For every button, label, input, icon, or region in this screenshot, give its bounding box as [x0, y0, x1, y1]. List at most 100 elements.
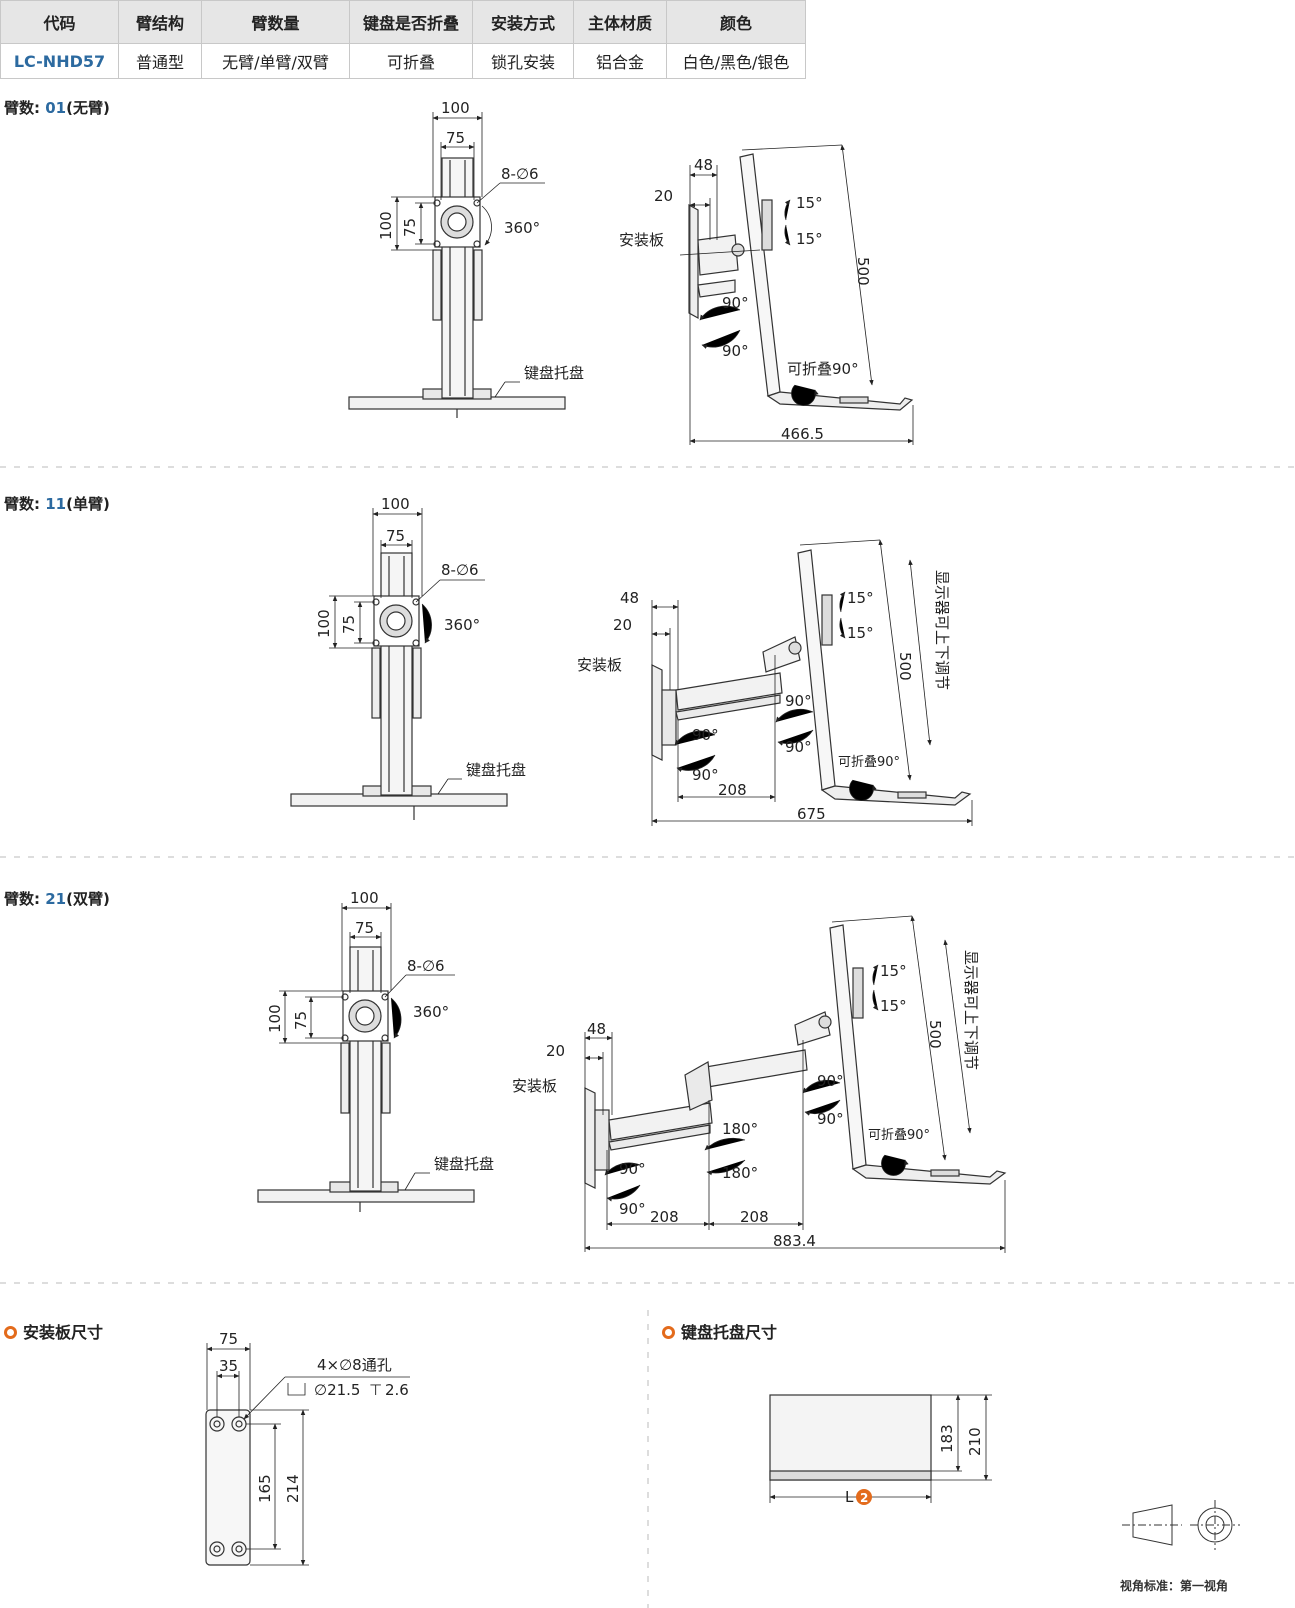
plate-label: 安装板 [619, 231, 664, 249]
width-8834: 883.4 [773, 1232, 816, 1250]
swivel-b: 90° [692, 766, 719, 784]
dim-holes: 8-∅6 [407, 957, 445, 975]
fold-label: 可折叠90° [838, 755, 900, 770]
dim-48: 48 [694, 156, 713, 174]
dim-208b: 208 [740, 1208, 769, 1226]
tilt-down: 15° [847, 624, 874, 642]
front-view-01 [348, 157, 566, 418]
tilt-up: 15° [796, 194, 823, 212]
front-view-21 [257, 946, 475, 1212]
section-label-01: 臂数: 01(无臂) [4, 97, 110, 118]
side-view-11 [651, 549, 972, 806]
dim-20: 20 [654, 187, 673, 205]
dim-208a: 208 [650, 1208, 679, 1226]
dim-20: 20 [613, 616, 632, 634]
side-dims-21 [584, 915, 1006, 1253]
dim-75: 75 [355, 919, 374, 937]
swivel-a: 90° [692, 726, 719, 744]
plate-title-text: 安装板尺寸 [23, 1323, 104, 1342]
dim-500: 500 [926, 1020, 944, 1049]
tilt-down: 15° [796, 230, 823, 248]
front-text-01: 100 75 8-∅6 360° 100 75 键盘托盘 [377, 99, 584, 382]
tray-section-title: 键盘托盘尺寸 [662, 1319, 777, 1343]
note-2-number: 2 [860, 1491, 868, 1505]
swivel-b: 90° [619, 1200, 646, 1218]
plate-holes: 4×∅8通孔 [317, 1356, 392, 1374]
swivel-c: 90° [785, 692, 812, 710]
dim-48: 48 [587, 1020, 606, 1038]
section-prefix: 臂数: [4, 890, 46, 908]
monitor-adj: 显示器可上下调节 [962, 950, 980, 1070]
th-code: 代码 [0, 0, 119, 44]
section-prefix: 臂数: [4, 99, 46, 117]
swivel-c: 180° [722, 1120, 758, 1138]
tray-label: 键盘托盘 [466, 761, 526, 779]
section-prefix: 臂数: [4, 495, 46, 513]
dim-rot: 360° [413, 1003, 449, 1021]
front-view-11 [290, 552, 508, 820]
swivel-e: 90° [817, 1072, 844, 1090]
th-mount: 安装方式 [472, 0, 574, 44]
td-arm-structure: 普通型 [118, 43, 202, 79]
plate-depth: 2.6 [385, 1381, 409, 1399]
mount-plate-drawing [205, 1409, 251, 1566]
section-label-21: 臂数: 21(双臂) [4, 888, 110, 909]
section-dividers [0, 466, 1295, 1608]
bullet-icon [4, 1326, 17, 1339]
tilt-up: 15° [880, 962, 907, 980]
front-text-11: 100 75 8-∅6 360° 100 75 键盘托盘 [315, 495, 526, 779]
td-code: LC-NHD57 [0, 43, 119, 79]
section-num: 01 [45, 99, 67, 117]
tray-label: 键盘托盘 [434, 1155, 494, 1173]
section-suffix: (单臂) [66, 495, 110, 513]
dim-500: 500 [854, 257, 872, 286]
dim-75v: 75 [292, 1011, 310, 1030]
section-suffix: (双臂) [66, 890, 110, 908]
dim-holes: 8-∅6 [441, 561, 479, 579]
th-material: 主体材质 [573, 0, 667, 44]
dim-holes: 8-∅6 [501, 165, 539, 183]
swivel-d: 90° [785, 738, 812, 756]
monitor-adj: 显示器可上下调节 [933, 570, 951, 690]
front-dims-21 [279, 903, 455, 1191]
section-num: 21 [45, 890, 67, 908]
dim-100: 100 [350, 889, 379, 907]
depth-symbol: ⊤ [369, 1381, 382, 1399]
td-keyboard-fold: 可折叠 [349, 43, 473, 79]
side-view-01 [688, 153, 914, 411]
side-view-21 [584, 924, 1007, 1189]
spec-header-row: 代码 臂结构 臂数量 键盘是否折叠 安装方式 主体材质 颜色 [0, 0, 806, 44]
front-dims-11 [329, 508, 485, 795]
tilt-up: 15° [847, 589, 874, 607]
section-num: 11 [45, 495, 67, 513]
tray-dim-210: 210 [966, 1427, 984, 1456]
view-standard-note: 视角标准：第一视角 [1120, 1579, 1229, 1593]
swivel-a: 90° [619, 1160, 646, 1178]
section-suffix: (无臂) [66, 99, 110, 117]
side-text-01: 48 20 安装板 15° 15° 90° 90° 500 可折叠90° 466… [619, 156, 872, 443]
dim-75: 75 [446, 129, 465, 147]
dim-75v: 75 [340, 615, 358, 634]
dim-75: 75 [386, 527, 405, 545]
spec-table: 代码 臂结构 臂数量 键盘是否折叠 安装方式 主体材质 颜色 LC-NHD57 … [0, 0, 806, 79]
dim-20: 20 [546, 1042, 565, 1060]
fold-label: 可折叠90° [787, 360, 859, 378]
plate-dim-35: 35 [219, 1357, 238, 1375]
note-2-badge [856, 1489, 872, 1505]
plate-dim-75: 75 [219, 1330, 238, 1348]
tray-dims [769, 1394, 992, 1503]
plate-label: 安装板 [577, 656, 622, 674]
plate-label: 安装板 [512, 1077, 557, 1095]
dim-100v: 100 [377, 211, 395, 240]
first-angle-projection-icon [1122, 1500, 1240, 1550]
dim-75v: 75 [401, 218, 419, 237]
mount-plate-dims [206, 1343, 410, 1566]
side-dims-01 [679, 144, 914, 445]
td-arm-count: 无臂/单臂/双臂 [201, 43, 350, 79]
dim-100v: 100 [266, 1004, 284, 1033]
plate-section-title: 安装板尺寸 [4, 1319, 103, 1343]
swivel-f: 90° [817, 1110, 844, 1128]
spec-data-row: LC-NHD57 普通型 无臂/单臂/双臂 可折叠 锁孔安装 铝合金 白色/黑色… [0, 43, 806, 79]
width-675: 675 [797, 805, 826, 823]
